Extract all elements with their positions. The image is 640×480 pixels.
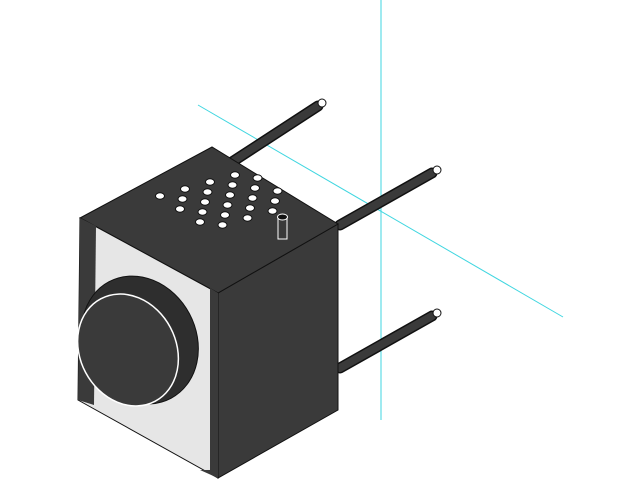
vent-hole [272, 187, 283, 195]
vent-hole [220, 211, 230, 219]
vent-hole [177, 195, 188, 203]
vent-hole [217, 221, 228, 229]
vent-hole [222, 201, 233, 209]
vent-hole [175, 205, 185, 213]
vent-hole [205, 178, 215, 186]
vent-hole [195, 218, 205, 226]
vent-hole [197, 208, 208, 216]
vent-hole [155, 192, 165, 200]
vent-hole [245, 204, 255, 212]
rod-lower [334, 308, 442, 374]
vent-hole [180, 185, 190, 193]
vent-hole [267, 207, 278, 215]
lens-opening [76, 293, 180, 407]
vent-holes [155, 171, 283, 229]
vent-hole [200, 198, 210, 206]
vent-hole [270, 197, 280, 205]
front-face-bottom-rim [200, 288, 218, 478]
vent-hole [250, 184, 260, 192]
vent-hole [227, 181, 238, 189]
rod-upper-front [334, 165, 442, 231]
vent-hole [202, 188, 213, 196]
vent-hole [225, 191, 235, 199]
rod-upper-back [226, 98, 327, 168]
vent-hole [252, 174, 263, 182]
knob [277, 213, 288, 240]
vent-hole [230, 171, 240, 179]
vent-hole [242, 214, 253, 222]
vent-hole [247, 194, 258, 202]
